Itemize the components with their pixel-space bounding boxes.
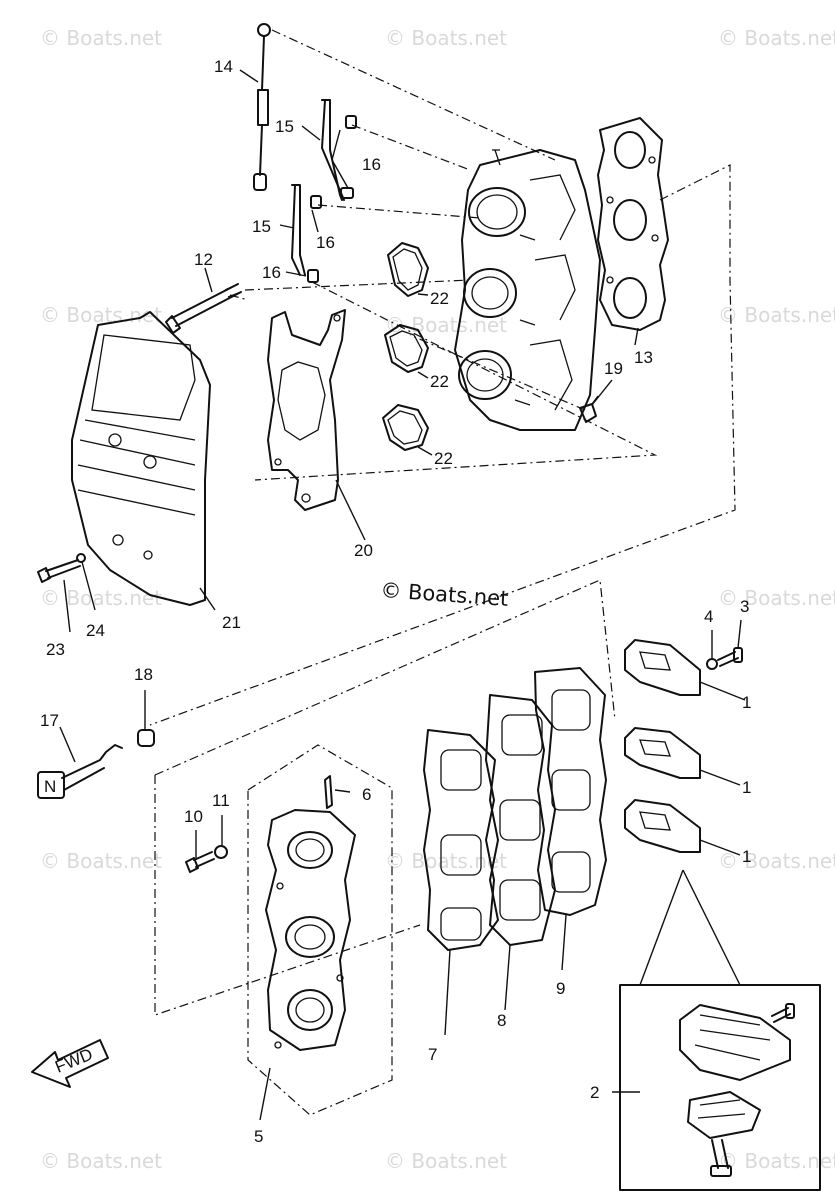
part-16-link-joints	[307, 115, 357, 283]
label-part-1: 1	[742, 847, 751, 866]
label-part-16: 16	[362, 155, 381, 174]
watermark-text: © Boats.net	[40, 849, 162, 873]
part-7-gasket	[423, 729, 499, 951]
watermark-text: © Boats.net	[718, 849, 835, 873]
part-12-bolt	[165, 283, 242, 334]
part-15-link-rod-upper	[321, 99, 345, 201]
label-part-2: 2	[590, 1083, 599, 1102]
part-9-gasket	[534, 667, 607, 916]
fwd-arrow-icon: FWD	[31, 1039, 109, 1088]
watermarks: © Boats.net © Boats.net © Boats.net © Bo…	[40, 26, 835, 1173]
part-labels: 1 1 1 2 3 4 5 6 7 8 9 10 11 12 13 14 15 …	[40, 57, 751, 1146]
label-part-16: 16	[262, 263, 281, 282]
label-part-18: 18	[134, 665, 153, 684]
label-part-22: 22	[430, 372, 449, 391]
part-23-bolt	[37, 559, 81, 583]
label-part-6: 6	[362, 785, 371, 804]
label-part-17: 17	[40, 711, 59, 730]
label-part-4: 4	[704, 607, 713, 626]
part-14-cable	[253, 23, 271, 191]
watermark-text: © Boats.net	[40, 26, 162, 50]
watermark-text: © Boats.net	[385, 1149, 507, 1173]
label-part-9: 9	[556, 979, 565, 998]
assembly-lines	[149, 29, 736, 1016]
label-part-8: 8	[497, 1011, 506, 1030]
label-part-21: 21	[222, 613, 241, 632]
label-part-10: 10	[184, 807, 203, 826]
label-part-15: 15	[252, 217, 271, 236]
label-part-19: 19	[604, 359, 623, 378]
center-watermark-text: © Boats.net	[380, 578, 509, 611]
label-part-14: 14	[214, 57, 233, 76]
watermark-text: © Boats.net	[40, 1149, 162, 1173]
label-part-24: 24	[86, 621, 105, 640]
label-part-12: 12	[194, 250, 213, 269]
part-5-reed-block	[247, 744, 393, 1116]
part-1-reed-valves	[624, 639, 701, 853]
part-11-washer	[214, 845, 228, 859]
watermark-text: © Boats.net	[40, 303, 162, 327]
fwd-label: FWD	[52, 1045, 95, 1077]
part-3-screw	[717, 647, 743, 667]
part-24-washer	[76, 553, 86, 563]
watermark-text: © Boats.net	[40, 586, 162, 610]
watermark-text: © Boats.net	[718, 26, 835, 50]
label-part-3: 3	[740, 597, 749, 616]
part-15-link-rod-lower	[291, 184, 306, 276]
label-part-1: 1	[742, 693, 751, 712]
carburetor-assembly	[454, 149, 601, 431]
label-part-22: 22	[430, 289, 449, 308]
watermark-text: © Boats.net	[718, 303, 835, 327]
label-part-7: 7	[428, 1045, 437, 1064]
label-part-5: 5	[254, 1127, 263, 1146]
label-part-23: 23	[46, 640, 65, 659]
part-22-o-rings	[382, 242, 429, 451]
part-21-silencer	[71, 311, 211, 606]
label-part-1: 1	[742, 778, 751, 797]
part-2-detail-box	[619, 869, 821, 1191]
watermark-text: © Boats.net	[718, 586, 835, 610]
label-part-16: 16	[316, 233, 335, 252]
label-part-15: 15	[275, 117, 294, 136]
svg-text:N: N	[44, 777, 56, 796]
watermark-text: © Boats.net	[718, 1149, 835, 1173]
label-part-11: 11	[212, 791, 230, 810]
label-part-22: 22	[434, 449, 453, 468]
part-10-bolt	[185, 851, 215, 873]
part-20-bracket	[267, 309, 346, 511]
part-17-knob: N	[37, 744, 123, 799]
label-part-20: 20	[354, 541, 373, 560]
watermark-text: © Boats.net	[385, 26, 507, 50]
leader-lines	[59, 69, 746, 1121]
part-18-grommet	[137, 729, 155, 747]
part-4-washer	[706, 658, 718, 670]
watermark-text: © Boats.net	[385, 849, 507, 873]
label-part-13: 13	[634, 348, 653, 367]
part-13-intake-gasket	[597, 117, 669, 331]
